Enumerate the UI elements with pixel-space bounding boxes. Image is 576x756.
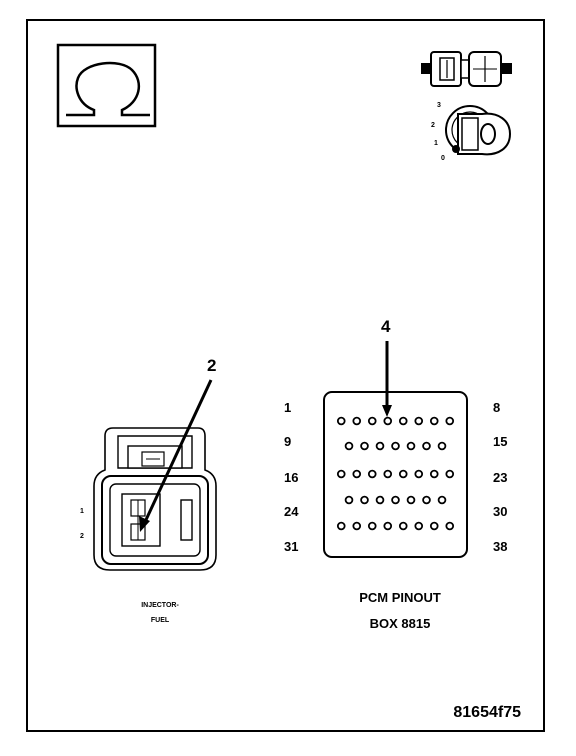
pcm-pin (414, 521, 424, 531)
pcm-pin (360, 495, 369, 505)
pcm-right-label: 30 (493, 504, 507, 519)
pcm-pin (422, 495, 431, 505)
ignition-position-2: 2 (431, 122, 435, 129)
pcm-left-label: 24 (284, 504, 299, 519)
callout-4-arrow (382, 341, 392, 417)
pcm-pin (367, 416, 377, 426)
pcm-pin (383, 416, 393, 426)
pcm-right-label: 23 (493, 470, 507, 485)
pcm-right-labels: 8 15 23 30 38 (493, 400, 507, 554)
pcm-pin (429, 416, 439, 426)
figure-frame (26, 19, 545, 732)
pcm-pin (336, 469, 346, 479)
ohm-symbol-icon: Ω (56, 43, 157, 128)
pcm-pin (406, 441, 416, 451)
pcm-pin (383, 469, 393, 479)
ignition-position-1: 1 (434, 140, 438, 147)
pcm-pin (414, 416, 424, 426)
pcm-pin (336, 416, 346, 426)
pcm-caption-line2: BOX 8815 (370, 616, 431, 631)
callout-2-arrow (139, 379, 213, 532)
pcm-right-label: 15 (493, 434, 507, 449)
pcm-pin (367, 469, 377, 479)
pcm-pin (383, 521, 393, 531)
injector-caption-line2: FUEL (151, 617, 170, 624)
pcm-pin (398, 469, 408, 479)
injector-pin-label-1: 1 (80, 508, 84, 515)
pcm-pin (429, 521, 439, 531)
pcm-pin (352, 469, 362, 479)
pcm-pin (391, 495, 400, 505)
pcm-left-label: 1 (284, 400, 291, 415)
pcm-right-label: 38 (493, 539, 507, 554)
pcm-pin (422, 441, 431, 451)
pcm-pin (398, 521, 408, 531)
pcm-left-label: 31 (284, 539, 298, 554)
pcm-pin (437, 495, 447, 505)
pcm-pin (445, 469, 455, 479)
pcm-pin (352, 521, 362, 531)
ignition-key-icon (445, 105, 512, 156)
pcm-pin (352, 416, 362, 426)
connector-test-lead-icon (421, 51, 512, 87)
pcm-left-label: 16 (284, 470, 298, 485)
pcm-left-label: 9 (284, 434, 291, 449)
pcm-pin (445, 416, 455, 426)
figure-code: 81654f75 (453, 704, 521, 721)
pcm-pin (360, 441, 369, 451)
injector-pin-label-2: 2 (80, 533, 84, 540)
pcm-pin (445, 521, 455, 531)
pcm-pin (344, 441, 354, 451)
callout-2-label: 2 (207, 356, 216, 375)
pcm-right-label: 8 (493, 400, 500, 415)
pcm-pin (375, 495, 385, 505)
pcm-pin (429, 469, 439, 479)
pcm-pin (375, 441, 385, 451)
pcm-caption-line1: PCM PINOUT (359, 590, 441, 605)
pcm-pin (344, 495, 354, 505)
pcm-pin (414, 469, 424, 479)
pcm-left-labels: 1 9 16 24 31 (284, 400, 299, 554)
pcm-pin-grid (336, 416, 455, 531)
injector-caption-line1: INJECTOR- (141, 602, 179, 609)
pcm-pin (391, 441, 400, 451)
pcm-pin (406, 495, 416, 505)
pcm-pin (398, 416, 408, 426)
ignition-position-3: 3 (437, 102, 441, 109)
ignition-position-0: 0 (441, 155, 445, 162)
pcm-pin (437, 441, 447, 451)
pcm-pin (367, 521, 377, 531)
callout-4-label: 4 (381, 317, 391, 336)
pcm-pin (336, 521, 346, 531)
ignition-position-labels: 3 2 1 0 (431, 102, 445, 162)
pcm-connector-body (323, 391, 468, 558)
